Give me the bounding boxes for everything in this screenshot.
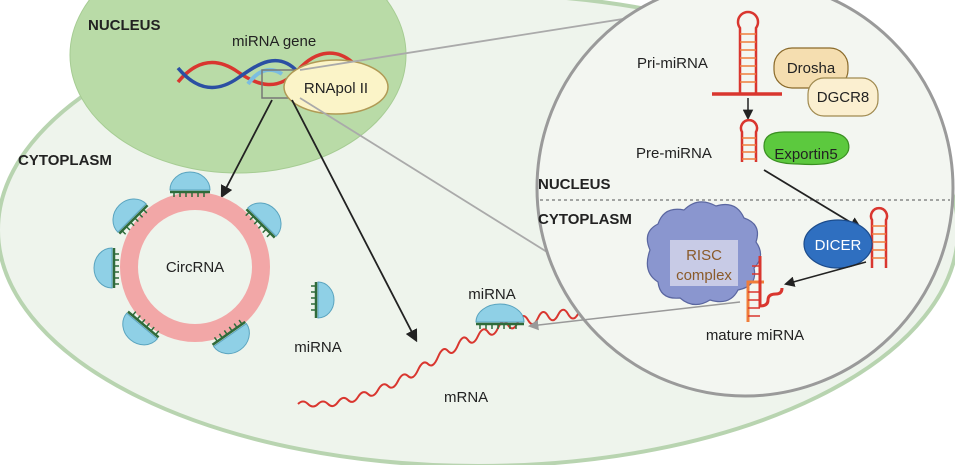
risc-complex	[646, 201, 762, 306]
exportin5-protein	[763, 131, 850, 166]
risc-label-line1: RISC	[686, 247, 722, 264]
mrna-label: mRNA	[444, 389, 488, 406]
inset-cytoplasm-label: CYTOPLASM	[538, 211, 632, 228]
mrna-bound-mirna-label: miRNA	[468, 286, 516, 303]
pre-mirna-hairpin	[739, 118, 759, 162]
rnapol-label: RNApol II	[304, 80, 368, 97]
mirna-gene-label: miRNA gene	[232, 33, 316, 50]
arrow-to-mrna	[291, 99, 418, 343]
circrna-label: CircRNA	[166, 259, 224, 276]
drosha-label: Drosha	[787, 60, 836, 77]
circrna-bound-mirnas	[93, 171, 282, 355]
rnapol-ii	[283, 59, 389, 115]
mrna-bound-mirna	[475, 303, 525, 329]
dicer-label: DICER	[815, 237, 862, 254]
mature-mirna-duplex	[746, 256, 784, 322]
pri-mirna-label: Pri-miRNA	[637, 55, 708, 72]
circrna-ring	[120, 192, 270, 342]
arrow-dicer-to-mature	[783, 261, 867, 287]
arrow-mature-to-mrna	[527, 301, 741, 331]
mrna-strand	[297, 308, 629, 408]
free-mirna-label: miRNA	[294, 339, 342, 356]
arrow-pre-to-dicer	[763, 169, 863, 230]
free-mirna	[311, 281, 335, 319]
pre-mirna-label: Pre-miRNA	[636, 145, 712, 162]
mature-mirna-label: mature miRNA	[706, 327, 804, 344]
nucleus-label: NUCLEUS	[88, 17, 161, 34]
arrow-to-circrna	[220, 99, 273, 199]
inset-nucleus-label: NUCLEUS	[538, 176, 611, 193]
pri-mirna-hairpin	[712, 10, 782, 96]
dgcr8-label: DGCR8	[817, 89, 870, 106]
dgcr8-protein	[807, 77, 879, 117]
risc-label-line2: complex	[676, 267, 732, 284]
nucleus	[69, 0, 407, 174]
dicer-protein	[803, 219, 873, 269]
exportin5-label: Exportin5	[774, 146, 837, 163]
cytoplasm-label: CYTOPLASM	[18, 152, 112, 169]
cyto-pre-mirna-hairpin	[869, 206, 889, 268]
